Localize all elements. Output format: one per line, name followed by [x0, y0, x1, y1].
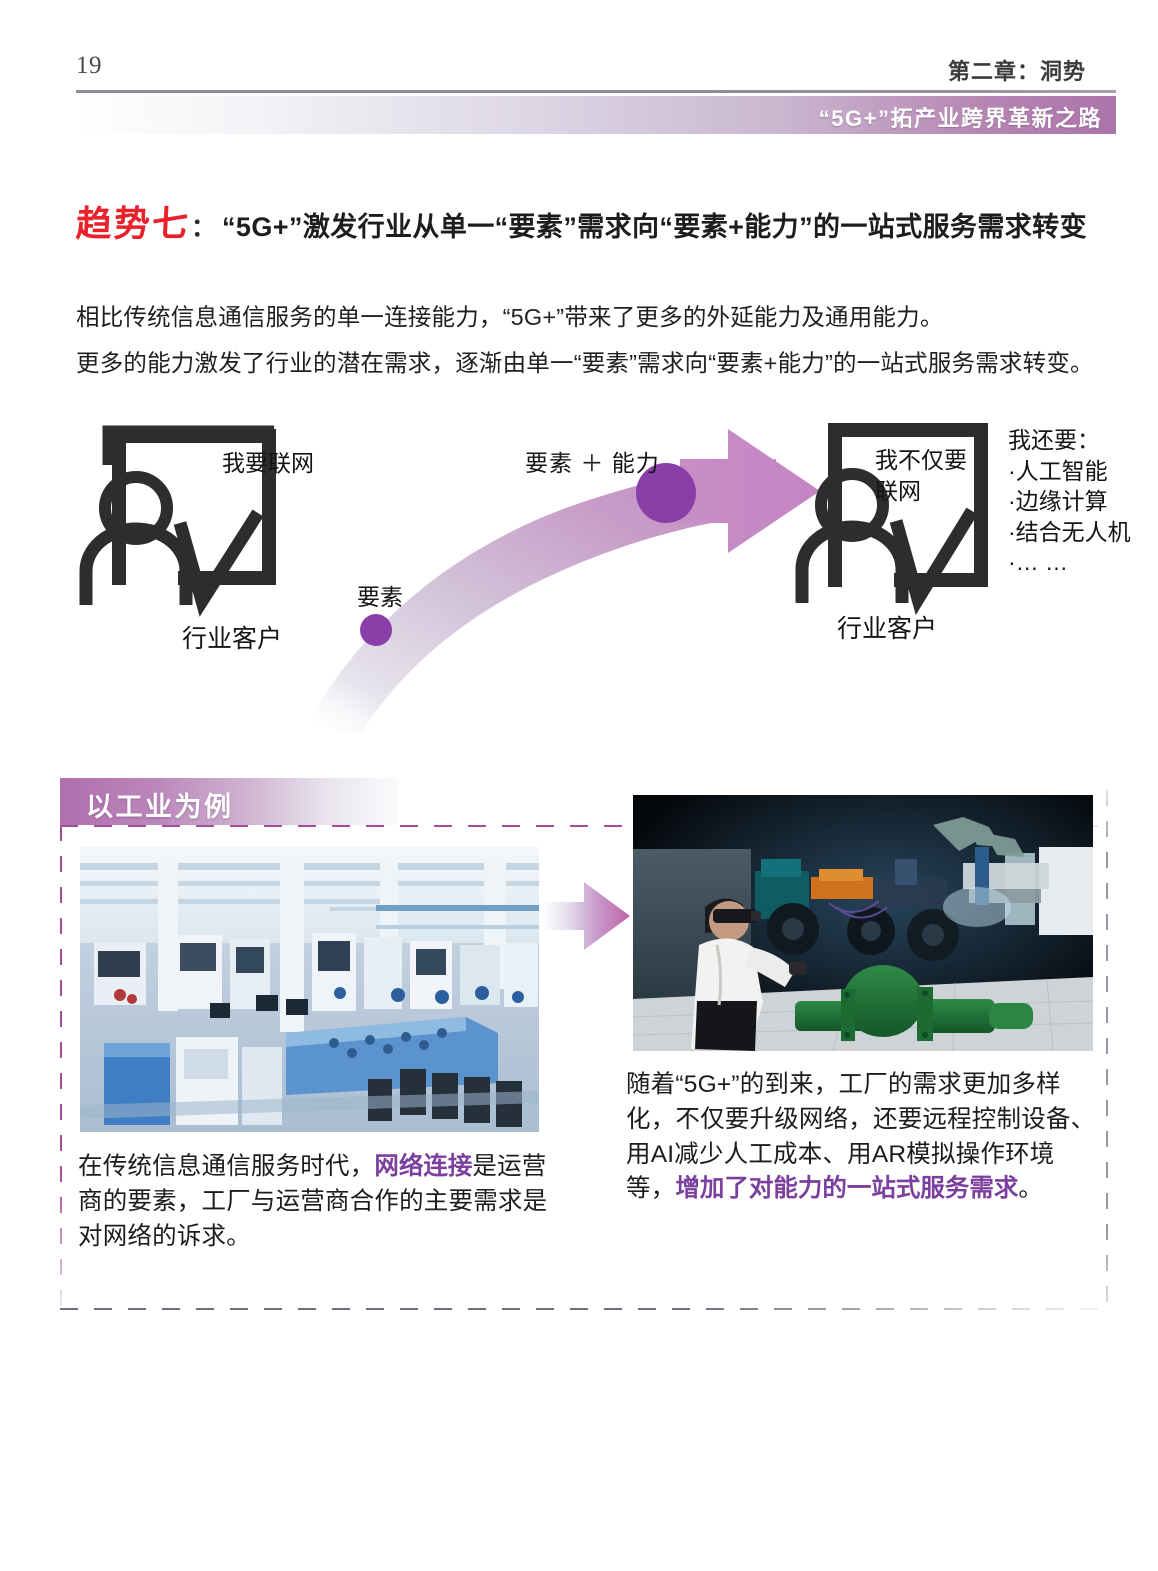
trend-colon: ： [191, 214, 217, 242]
section-border-left [60, 825, 62, 1310]
left-caption-highlight: 网络连接 [374, 1153, 473, 1180]
wants-item: ·… … [1008, 549, 1069, 576]
left-caption-part2: 是运营商的要素，工厂与运营商合作的主要需求是对网络的诉求。 [78, 1153, 548, 1250]
section-banner: 以工业为例 [60, 778, 398, 825]
section-border-bottom [60, 1308, 1110, 1310]
element-label: 要素 [357, 584, 403, 610]
header-bar-title: “5G+”拓产业跨界革新之路 [818, 106, 1102, 131]
diagram-graphics [79, 423, 988, 735]
swoosh-arrowhead [680, 429, 820, 553]
swoosh-band [308, 459, 776, 735]
lead-paragraph: 相比传统信息通信服务的单一连接能力，“5G+”带来了更多的外延能力及通用能力。 … [76, 303, 1136, 396]
wants-item: ·结合无人机 [1008, 518, 1131, 545]
ar-vr-photo [633, 795, 1093, 1051]
left-customer-label: 行业客户 [182, 625, 283, 653]
left-check-glyph [173, 509, 264, 617]
trend-tag: 趋势七 [74, 203, 191, 244]
wants-list: 我还要： ·人工智能 ·边缘计算 ·结合无人机 ·… … [1008, 425, 1131, 578]
section-border-right [1106, 790, 1108, 1310]
title-main-text: “5G+”激发行业从单一“要素”需求向“要素+能力”的一站式服务需求转变 [222, 212, 1087, 242]
right-caption-part1: 随着“5G+”的到来，工厂的需求更加多样化，不仅要升级网络，还要远程控制设备、用… [626, 1071, 1096, 1203]
wants-title: 我还要： [1008, 427, 1100, 453]
section-banner-label: 以工业为例 [86, 792, 234, 822]
element-plus-capability-label: 要素 ＋ 能力 [525, 450, 660, 476]
left-bubble-label: 我要联网 [222, 450, 314, 476]
industry-example-section: 以工业为例 [56, 778, 1110, 1320]
right-caption-part2: 。 [1018, 1175, 1044, 1203]
left-caption-part1: 在传统信息通信服务时代， [78, 1153, 375, 1180]
right-bubble-line-1: 我不仅要 [875, 447, 967, 473]
chapter-label: 第二章：洞势 [947, 59, 1086, 84]
page-number: 19 [76, 52, 102, 79]
wants-item: ·人工智能 [1008, 457, 1108, 484]
left-caption: 在传统信息通信服务时代，网络连接是运营商的要素，工厂与运营商合作的主要需求是对网… [78, 1150, 548, 1254]
lead-line-1: 相比传统信息通信服务的单一连接能力，“5G+”带来了更多的外延能力及通用能力。 [76, 304, 944, 330]
right-bubble-label: 我不仅要 联网 [875, 445, 967, 507]
right-customer-label: 行业客户 [837, 615, 938, 643]
wants-item: ·边缘计算 [1008, 488, 1108, 515]
right-bubble-line-2: 联网 [875, 478, 921, 505]
page-title: 趋势七：“5G+”激发行业从单一“要素”需求向“要素+能力”的一站式服务需求转变 [75, 195, 1136, 244]
header-rule [76, 90, 1116, 93]
element-dot-small [360, 614, 392, 646]
header-gradient-bar: “5G+”拓产业跨界革新之路 [76, 96, 1116, 134]
transition-diagram: 我要联网 行业客户 要素 要素 ＋ 能力 我不仅要 联网 行业客户 我还要： ·… [60, 405, 1131, 735]
section-border-top [60, 825, 1110, 827]
transition-arrow-icon [540, 870, 632, 962]
page-header: 19 第二章：洞势 [0, 52, 1158, 90]
right-caption: 随着“5G+”的到来，工厂的需求更加多样化，不仅要升级网络，还要远程控制设备、用… [626, 1068, 1098, 1207]
right-check-glyph [889, 507, 978, 616]
right-caption-highlight: 增加了对能力的一站式服务需求 [675, 1175, 1019, 1203]
lead-line-2: 更多的能力激发了行业的潜在需求，逐渐由单一“要素”需求向“要素+能力”的一站式服… [76, 350, 1094, 377]
factory-floor-photo [80, 847, 539, 1132]
left-person-glyph [79, 471, 193, 605]
capability-dot-large [636, 463, 696, 523]
